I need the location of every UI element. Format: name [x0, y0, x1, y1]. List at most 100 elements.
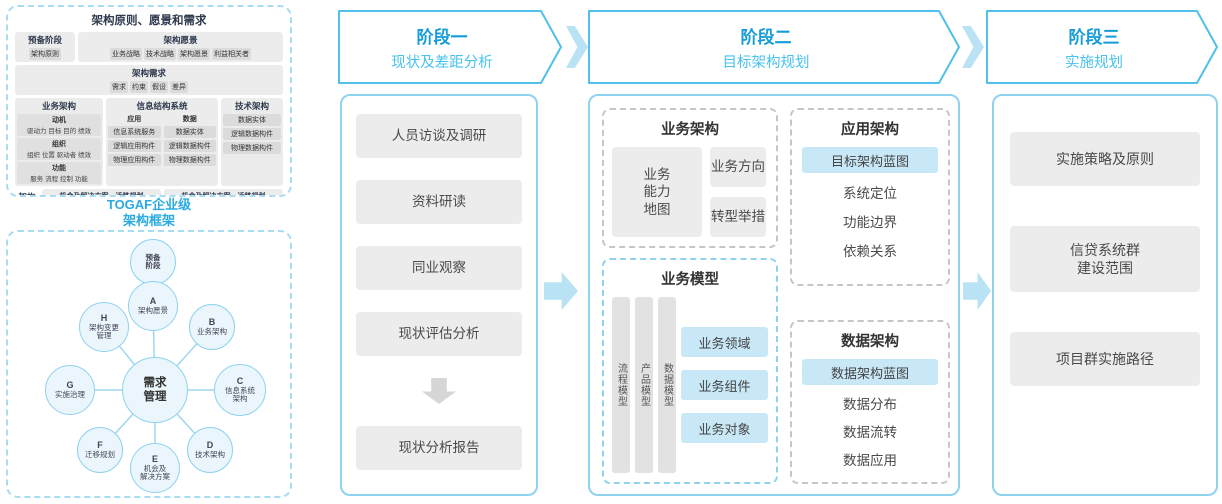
- adm-node-d: D 技术架构: [187, 427, 233, 473]
- model-item: 业务对象: [681, 413, 768, 443]
- info-systems-title: 信息结构系统: [136, 101, 188, 111]
- phase1-step: 人员访谈及调研: [356, 114, 522, 158]
- adm-node-preliminary: 预备 阶段: [130, 239, 176, 285]
- phase-3-header: 阶段三 实施规划: [986, 10, 1218, 84]
- prep-phase-title: 预备阶段: [27, 35, 62, 45]
- info-app-item: 信息系统服务: [108, 126, 161, 138]
- requirement-item: 需求: [110, 81, 128, 93]
- adm-node-b: B 业务架构: [189, 304, 235, 350]
- requirement-item: 假设: [150, 81, 168, 93]
- adm-node-g: G 实施治理: [45, 365, 95, 415]
- business-direction: 业务方向: [710, 147, 766, 187]
- togaf-framework-label: TOGAF企业级 架构框架: [106, 197, 192, 228]
- phase-2-box: 业务架构 业务方向 业务 能力 地图 转型举措 业务模型 流程模型 产品模型 数…: [588, 94, 960, 496]
- phase1-step: 同业观察: [356, 246, 522, 290]
- phase-1-title: 阶段一: [416, 27, 468, 47]
- tech-arch-section: 技术架构 数据实体 逻辑数据构件 物理数据构件: [221, 98, 283, 186]
- application-blueprint: 目标架构蓝图: [802, 147, 938, 173]
- adm-center-requirements: 需求 管理: [122, 357, 188, 423]
- tech-arch-title: 技术架构: [234, 101, 269, 111]
- phase3-item: 项目群实施路径: [1010, 332, 1200, 386]
- flow-arrow-right-icon: [963, 272, 991, 310]
- info-data-item: 逻辑数据构件: [163, 140, 216, 152]
- phase-1-subtitle: 现状及差距分析: [391, 54, 493, 71]
- business-model-title: 业务模型: [661, 272, 719, 288]
- phase3-item: 信贷系统群 建设范围: [1010, 226, 1200, 292]
- business-group: 组织 组织 位置 驱动者 绩效: [17, 138, 101, 160]
- requirements-section: 架构需求 需求 约束 假设 差异: [15, 65, 283, 95]
- data-item: 数据流转: [843, 425, 897, 440]
- vision-title: 架构愿景: [163, 35, 198, 45]
- info-app-title: 应用: [127, 116, 142, 123]
- data-arch-title: 数据架构: [841, 334, 899, 350]
- phase3-item: 实施策略及原则: [1010, 132, 1200, 186]
- vision-item: 技术战略: [144, 48, 176, 60]
- flow-arrow-down-icon: [422, 378, 456, 404]
- phase-3-subtitle: 实施规划: [1065, 54, 1123, 71]
- phase-3-box: 实施策略及原则 信贷系统群 建设范围 项目群实施路径: [992, 94, 1218, 496]
- application-arch-subbox: 应用架构 目标架构蓝图 系统定位 功能边界 依赖关系: [790, 108, 950, 286]
- business-arch-subbox: 业务架构 业务方向 业务 能力 地图 转型举措: [602, 108, 778, 248]
- tech-item: 逻辑数据构件: [223, 128, 281, 140]
- model-bar-data: 数据模型: [658, 297, 676, 473]
- data-item: 数据分布: [843, 397, 897, 412]
- application-item: 系统定位: [843, 186, 897, 201]
- adm-node-e: E 机会及 解决方案: [130, 443, 180, 493]
- phase-2-header: 阶段二 目标架构规划: [588, 10, 960, 84]
- adm-node-c: C 信息系统 架构: [214, 364, 266, 416]
- tech-item: 物理数据构件: [223, 142, 281, 154]
- requirement-item: 约束: [130, 81, 148, 93]
- phase1-result: 现状分析报告: [356, 426, 522, 470]
- vision-section: 架构愿景 业务战略 技术战略 架构愿景 利益相关者: [78, 32, 283, 62]
- model-item: 业务领域: [681, 327, 768, 357]
- business-capability-map: 业务 能力 地图: [612, 147, 702, 237]
- vision-item: 架构愿景: [178, 48, 210, 60]
- business-group: 动机 驱动力 目标 目的 绩效: [17, 114, 101, 136]
- phase-2-title: 阶段二: [740, 27, 792, 47]
- flow-arrow-right-icon: [544, 272, 578, 310]
- data-item: 数据应用: [843, 453, 897, 468]
- phase-3-title: 阶段三: [1068, 27, 1120, 47]
- business-group: 功能 服务 流程 控制 功能: [17, 162, 101, 184]
- business-arch-subtitle: 业务架构: [661, 122, 719, 138]
- info-systems-section: 信息结构系统 应用 信息系统服务 逻辑应用构件 物理应用构件 数据: [106, 98, 218, 186]
- principles-panel: 架构原则、愿景和需求 预备阶段 架构原则 架构愿景 业务战略 技术战略 架构愿景…: [6, 5, 292, 197]
- model-bar-product: 产品模型: [635, 297, 653, 473]
- model-bar-process: 流程模型: [612, 297, 630, 473]
- business-arch-title: 业务架构: [41, 101, 76, 111]
- requirement-item: 差异: [170, 81, 188, 93]
- vision-item: 业务战略: [110, 48, 142, 60]
- application-arch-title: 应用架构: [841, 122, 899, 138]
- principles-title: 架构原则、愿景和需求: [91, 15, 207, 27]
- chevron-separator-icon: [962, 26, 984, 68]
- adm-panel: 预备 阶段 A 架构愿景 B 业务架构 C 信息系统 架构 D 技术架构 E 机…: [6, 230, 292, 498]
- adm-node-a: A 架构愿景: [128, 281, 178, 331]
- requirements-title: 架构需求: [131, 68, 166, 78]
- info-data-title: 数据: [182, 116, 197, 123]
- impl-label: 架构 实现: [15, 189, 39, 195]
- business-arch-section: 业务架构 动机 驱动力 目标 目的 绩效 组织 组织 位置 驱动者 绩效 功能 …: [15, 98, 103, 186]
- info-data-item: 数据实体: [163, 126, 216, 138]
- tech-item: 数据实体: [223, 114, 281, 126]
- adm-node-f: F 迁移规划: [77, 427, 123, 473]
- phase-1-box: 人员访谈及调研 资料研读 同业观察 现状评估分析 现状分析报告: [340, 94, 538, 496]
- phase-2-subtitle: 目标架构规划: [722, 54, 810, 71]
- adm-node-h: H 架构变更 管理: [79, 302, 129, 352]
- prep-phase-section: 预备阶段 架构原则: [15, 32, 75, 62]
- info-app-item: 逻辑应用构件: [108, 140, 161, 152]
- data-blueprint: 数据架构蓝图: [802, 359, 938, 385]
- phase1-step: 资料研读: [356, 180, 522, 224]
- chevron-separator-icon: [566, 26, 588, 68]
- application-item: 功能边界: [843, 215, 897, 230]
- model-item: 业务组件: [681, 370, 768, 400]
- business-model-subbox: 业务模型 流程模型 产品模型 数据模型 业务领域 业务组件 业务对象: [602, 258, 778, 484]
- info-data-item: 物理数据构件: [163, 154, 216, 166]
- vision-item: 利益相关者: [212, 48, 251, 60]
- phase-1-header: 阶段一 现状及差距分析: [338, 10, 562, 84]
- data-arch-subbox: 数据架构 数据架构蓝图 数据分布 数据流转 数据应用: [790, 320, 950, 484]
